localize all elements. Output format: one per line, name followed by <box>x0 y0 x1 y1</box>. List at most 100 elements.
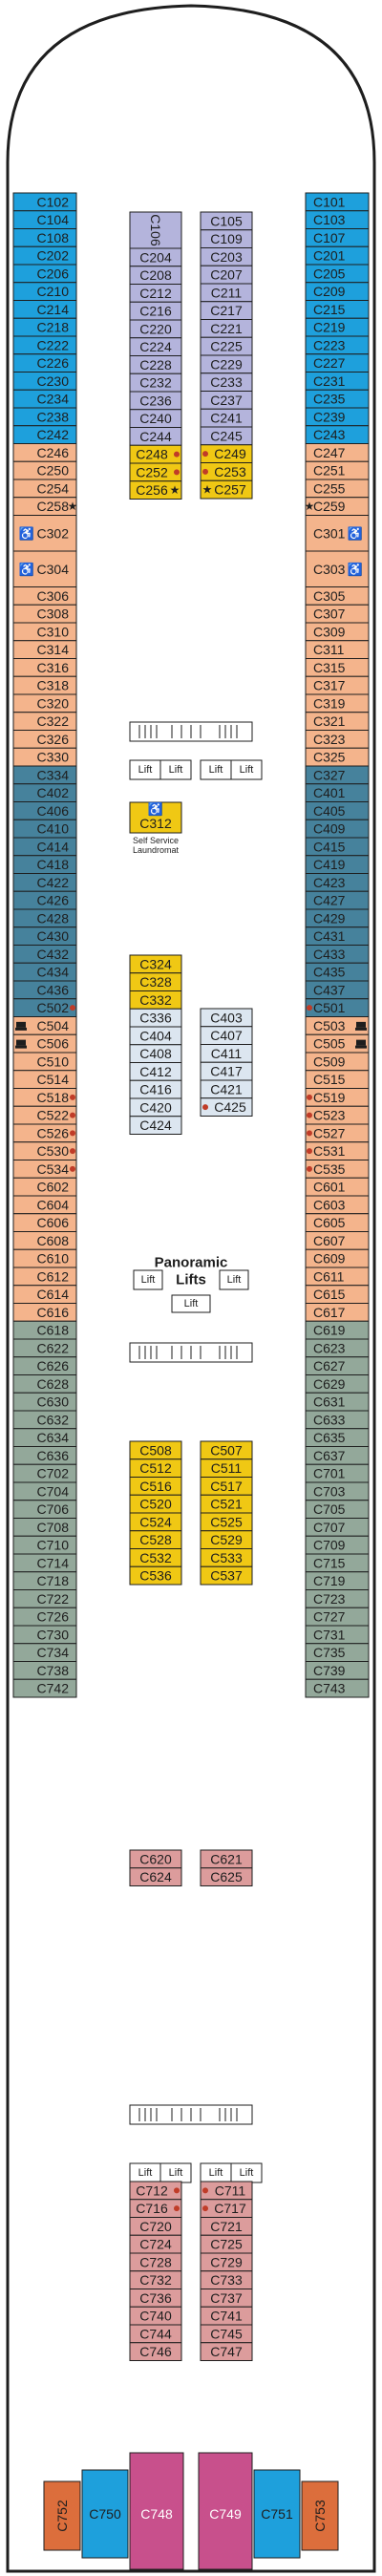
cabin-label: C703 <box>313 1483 346 1499</box>
marker-dot-icon <box>307 1094 312 1100</box>
cabin-label: C307 <box>313 607 346 622</box>
wheelchair-icon: ♿ <box>148 802 163 817</box>
cabin-label: C336 <box>139 1011 172 1026</box>
cabin-label: C721 <box>210 2219 243 2234</box>
laundromat-label: Laundromat <box>133 845 180 855</box>
cabin-c750 <box>81 2469 129 2559</box>
marker-dot-icon <box>307 1112 312 1118</box>
cabin-label: C609 <box>313 1251 346 1267</box>
cabin-label: C618 <box>37 1323 70 1338</box>
cabin-label: C531 <box>313 1143 346 1159</box>
cabin-label: C733 <box>210 2272 243 2288</box>
cabin-label: C252 <box>136 464 168 479</box>
star-icon: ★ <box>170 483 180 497</box>
cabin-label: C233 <box>210 374 243 390</box>
cabin-label: C633 <box>313 1412 346 1427</box>
cabin-label: C738 <box>37 1663 70 1678</box>
sofa-bed-icon <box>356 1039 366 1046</box>
cabin-label: C241 <box>210 411 243 426</box>
cabin-label: C210 <box>37 284 70 299</box>
cabin-label: C727 <box>313 1609 346 1625</box>
cabin-label: C107 <box>313 230 346 245</box>
sofa-bed-icon <box>355 1045 367 1049</box>
cabin-label: C719 <box>313 1573 346 1588</box>
cabin-c624 <box>129 1867 182 1886</box>
cabin-label: C332 <box>139 992 172 1008</box>
cabin-label: C255 <box>313 480 346 496</box>
cabin-label: C243 <box>313 427 346 442</box>
cabin-label: C608 <box>37 1233 70 1248</box>
cabin-label: C604 <box>37 1197 70 1212</box>
cabin-c302 <box>12 515 77 552</box>
cabin-label: C321 <box>313 713 346 729</box>
marker-dot-icon <box>202 2187 208 2194</box>
cabin-label: C246 <box>37 445 70 460</box>
star-icon: ★ <box>202 483 213 497</box>
cabin-label: C723 <box>313 1591 346 1607</box>
cabin-label: C102 <box>37 194 70 209</box>
cabin-c257 <box>200 479 253 500</box>
cabin-label: C103 <box>313 212 346 227</box>
cabin-label: C231 <box>313 373 346 389</box>
cabin-label: C706 <box>37 1501 70 1517</box>
cabin-label: C725 <box>210 2237 243 2252</box>
cabin-label: C434 <box>37 965 70 980</box>
cabin-c304 <box>12 550 77 587</box>
cabin-label: C229 <box>210 356 243 372</box>
cabin-label: C245 <box>210 428 243 443</box>
cabin-label: C409 <box>313 821 346 837</box>
marker-dot-icon <box>70 1005 75 1011</box>
marker-dot-icon <box>307 1005 312 1011</box>
cabin-label: C737 <box>210 2290 243 2306</box>
cabin-label: C404 <box>139 1028 172 1043</box>
cabin-label: C612 <box>37 1268 70 1284</box>
cabin-c742 <box>12 1678 77 1698</box>
cabin-label: C732 <box>139 2272 172 2288</box>
cabin-label: C622 <box>37 1340 70 1355</box>
cabin-label: C716 <box>136 2201 168 2216</box>
cabin-label: C257 <box>214 482 246 498</box>
cabin-label: C401 <box>313 785 346 800</box>
cabin-label: C728 <box>139 2254 172 2269</box>
cabin-label: C411 <box>211 1046 243 1061</box>
cabin-label: C710 <box>37 1538 70 1553</box>
cabin-label: C421 <box>210 1081 243 1096</box>
panoramic-lifts-label: Panoramic <box>155 1255 228 1271</box>
cabin-label: C753 <box>312 2500 328 2532</box>
cabin-label: C523 <box>313 1108 346 1123</box>
cabin-label: C209 <box>313 284 346 299</box>
cabin-c303 <box>305 550 370 587</box>
cabin-label: C417 <box>210 1064 243 1079</box>
lift <box>133 1269 163 1290</box>
lift-label: Lift <box>240 764 254 776</box>
cabin-label: C504 <box>37 1018 70 1033</box>
cabin-label: C435 <box>313 965 346 980</box>
cabin-label: C511 <box>211 1460 243 1476</box>
cabin-label: C601 <box>313 1180 346 1195</box>
cabin-label: C311 <box>313 642 345 657</box>
star-icon: ★ <box>68 500 78 513</box>
cabin-label: C532 <box>139 1550 172 1565</box>
marker-dot-icon <box>174 469 180 476</box>
cabin-label: C424 <box>139 1118 172 1133</box>
cabin-label: C416 <box>139 1082 172 1097</box>
cabin-label: C224 <box>139 339 172 354</box>
cabin-label: C212 <box>139 286 172 301</box>
cabin-label: C217 <box>210 303 243 318</box>
cabin-label: C431 <box>313 928 346 944</box>
cabin-c748 <box>129 2452 184 2570</box>
cabin-label: C324 <box>139 956 172 971</box>
marker-dot-icon <box>307 1148 312 1155</box>
cabin-label: C106 <box>148 214 163 246</box>
marker-dot-icon <box>70 1130 75 1137</box>
cabin-c625 <box>200 1867 253 1886</box>
cabin-label: C636 <box>37 1448 70 1463</box>
cabin-label: C415 <box>313 839 346 854</box>
marker-dot-icon <box>202 2205 208 2212</box>
marker-dot-icon <box>70 1112 75 1118</box>
cabin-label: C749 <box>209 2506 242 2522</box>
cabin-c752 <box>43 2480 81 2551</box>
cabin-label: C318 <box>37 678 70 693</box>
cabin-label: C519 <box>313 1090 346 1105</box>
cabin-label: C729 <box>210 2254 243 2269</box>
